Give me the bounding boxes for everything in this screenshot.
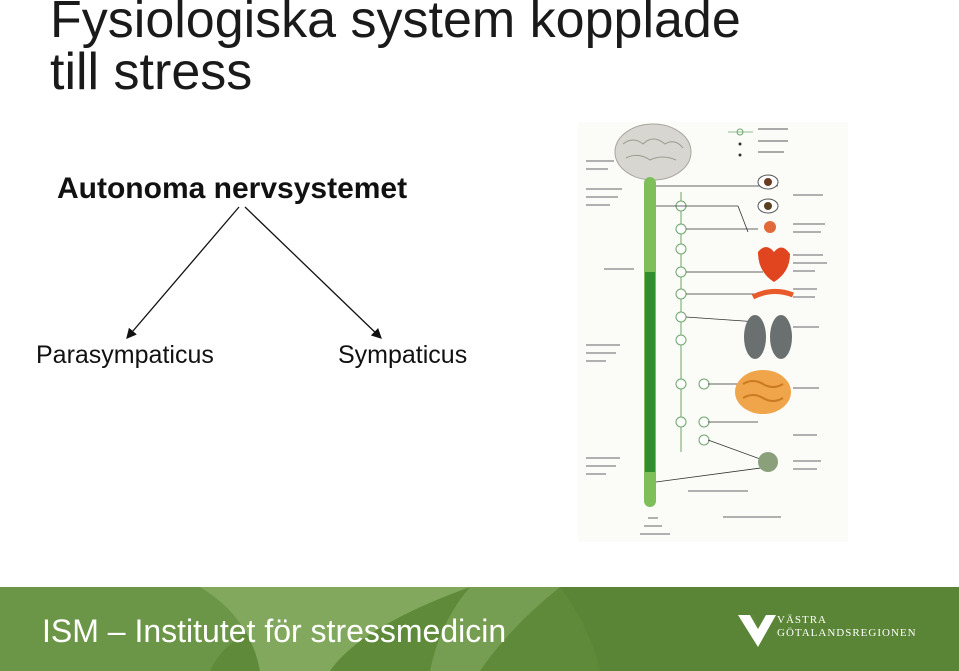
eye-icon bbox=[757, 174, 779, 190]
diagram-legend bbox=[728, 128, 788, 157]
sympaticus-label: Sympaticus bbox=[338, 341, 468, 369]
arrow-left bbox=[126, 206, 240, 339]
gland-icon bbox=[764, 221, 776, 233]
lungs-icon bbox=[744, 315, 792, 359]
arrow-right bbox=[244, 206, 382, 339]
brain-icon bbox=[614, 123, 692, 181]
title-line-2: till stress bbox=[50, 43, 253, 101]
eye-icon-2 bbox=[757, 198, 779, 214]
slide-title: Fysiologiska system kopplade till stress bbox=[50, 0, 741, 98]
title-line-1: Fysiologiska system kopplade bbox=[50, 0, 741, 49]
bladder-icon bbox=[758, 452, 778, 472]
parasympaticus-label: Parasympaticus bbox=[36, 341, 214, 369]
subtitle: Autonoma nervsystemet bbox=[57, 172, 408, 205]
footer-institute-name: ISM – Institutet för stressmedicin bbox=[42, 613, 507, 649]
heart-icon bbox=[758, 247, 790, 282]
vgr-logo bbox=[738, 615, 776, 647]
intestine-icon bbox=[735, 370, 791, 414]
nervous-system-diagram bbox=[578, 122, 848, 542]
logo-line-2: GÖTALANDSREGIONEN bbox=[777, 627, 917, 639]
logo-line-1: VÄSTRA bbox=[777, 614, 828, 626]
